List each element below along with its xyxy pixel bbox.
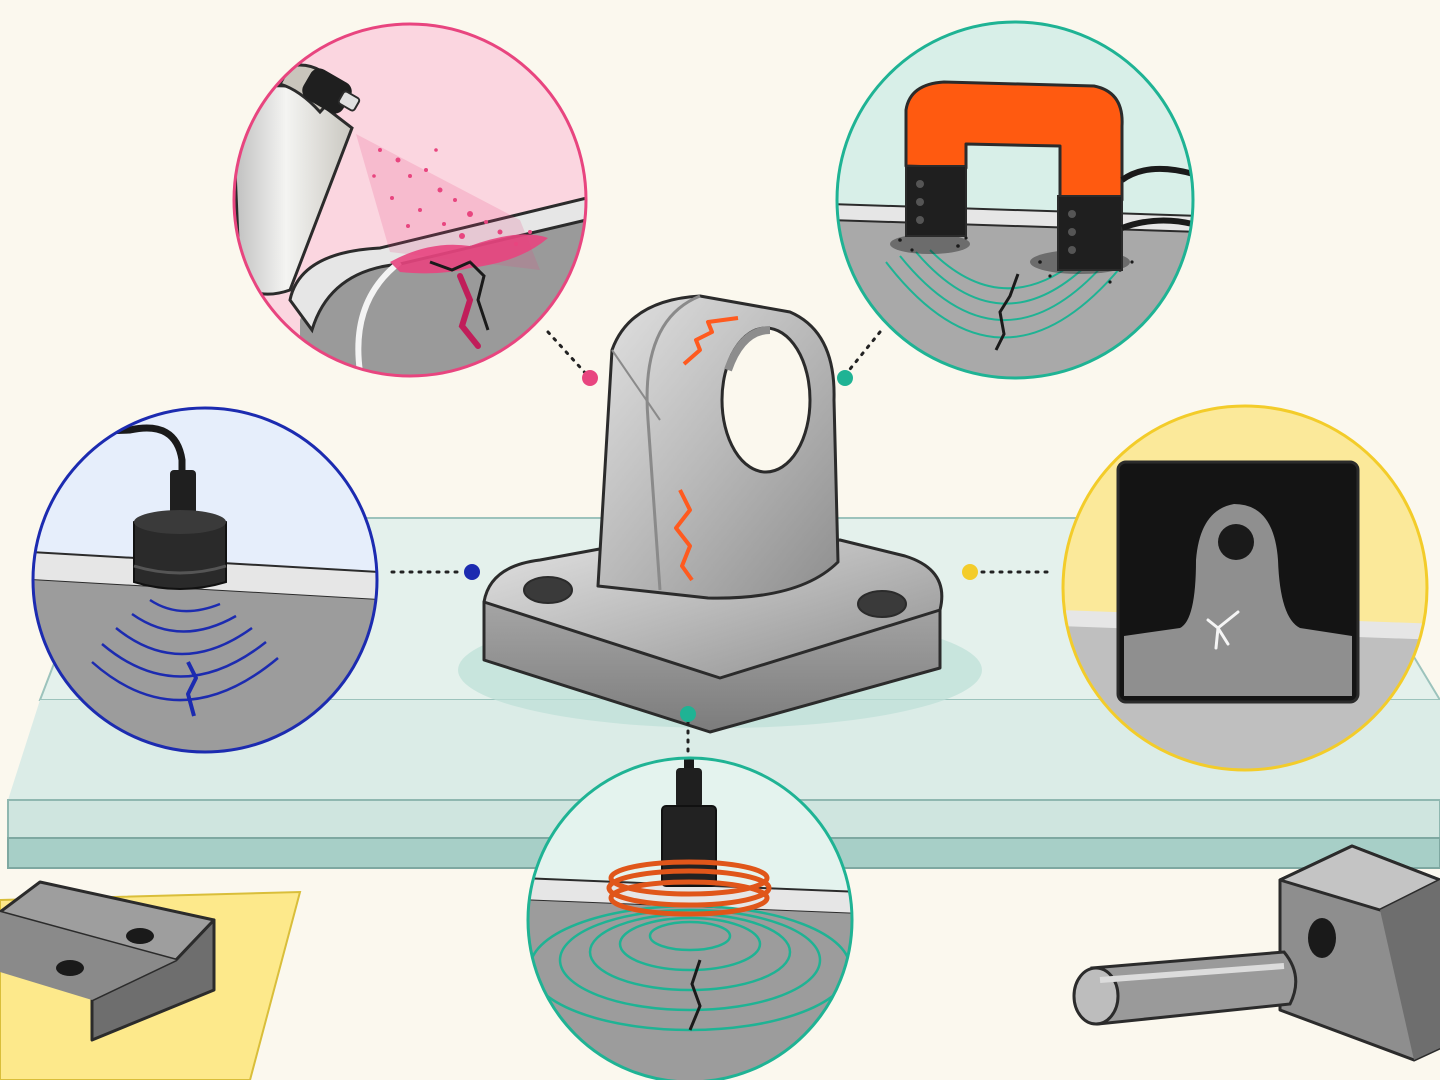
x-ray-film-icon xyxy=(1116,460,1360,704)
base-bolt-hole xyxy=(857,590,907,618)
connector-dot-penetrant xyxy=(582,370,598,386)
magnetic-particle-panel xyxy=(835,20,1195,380)
connector-dot-radiography xyxy=(962,564,978,580)
connector-dot-eddy xyxy=(680,706,696,722)
block-hole xyxy=(1308,918,1336,958)
dye-stain xyxy=(390,234,548,274)
pillow-block-bracket xyxy=(482,294,944,734)
eddy-current-panel xyxy=(526,756,854,1080)
foreground-block-and-pin xyxy=(1072,844,1440,1062)
connector-lines xyxy=(390,330,1056,754)
crack-line xyxy=(429,260,490,331)
steel-pin xyxy=(1072,950,1298,1026)
ultrasonic-panel xyxy=(31,406,379,754)
crack-indication xyxy=(674,489,694,582)
connector-dot-ultrasonic xyxy=(464,564,480,580)
eddy-current-probe-icon xyxy=(606,758,772,917)
foreground-plate xyxy=(0,880,302,1080)
dye-penetrant-panel xyxy=(232,22,588,378)
plate-hole xyxy=(126,928,154,944)
plate-hole xyxy=(56,960,84,976)
connector-dot-magnetic xyxy=(837,370,853,386)
ultrasonic-transducer-icon xyxy=(69,424,227,590)
base-bolt-hole xyxy=(523,576,573,604)
crack-indication xyxy=(682,316,739,366)
